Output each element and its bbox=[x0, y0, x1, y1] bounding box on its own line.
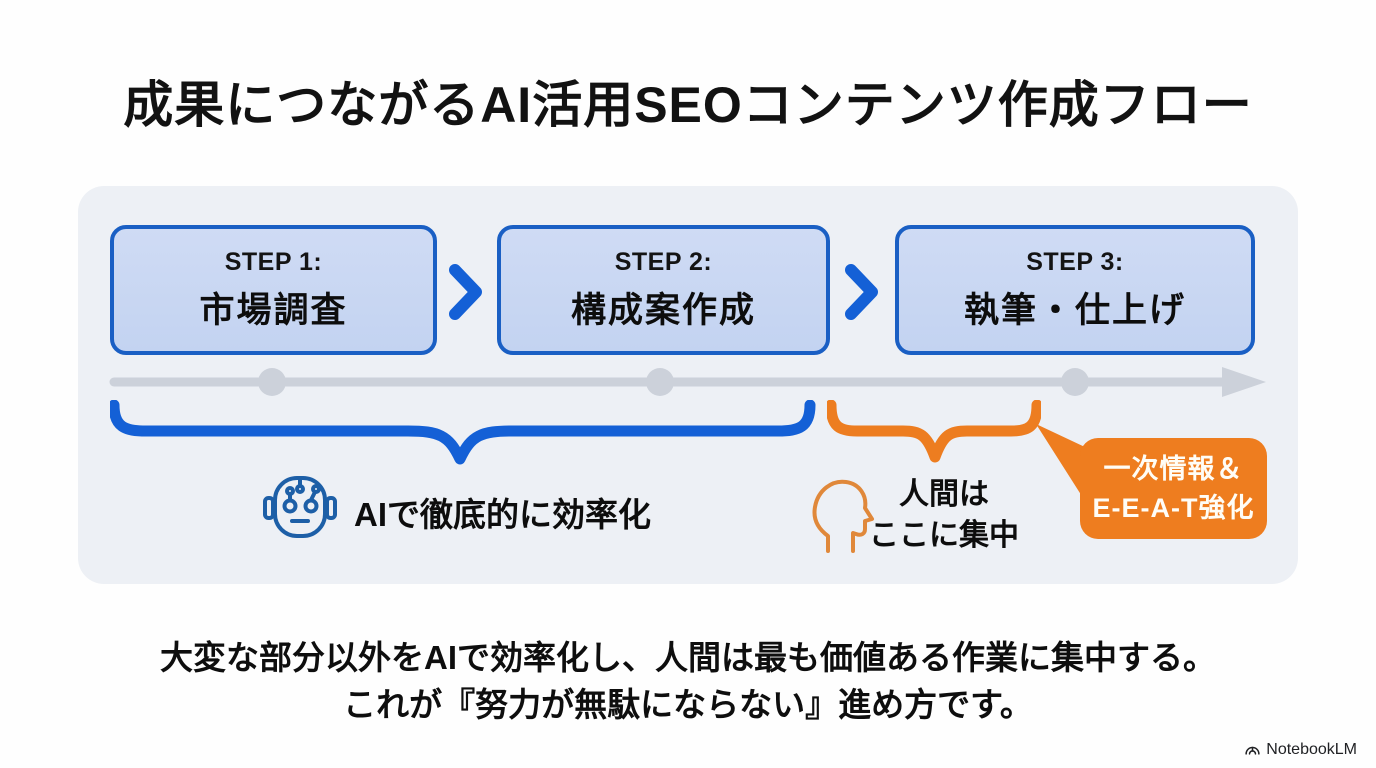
step-2-name: 構成案作成 bbox=[570, 290, 756, 330]
summary-line-2: これが『努力が無駄にならない』進め方です。 bbox=[343, 686, 1033, 723]
human-phase-brace bbox=[827, 400, 1041, 463]
step-box-2: STEP 2: 構成案作成 bbox=[497, 225, 830, 355]
timeline-dot-1 bbox=[258, 368, 286, 396]
step-1-name: 市場調査 bbox=[199, 290, 348, 330]
callout-line-1: 一次情報＆ bbox=[1103, 453, 1244, 484]
human-caption-line-1: 人間は bbox=[899, 478, 989, 511]
human-caption: 人間は ここに集中 bbox=[844, 474, 1044, 556]
timeline-dot-3 bbox=[1061, 368, 1089, 396]
step-box-1: STEP 1: 市場調査 bbox=[110, 225, 437, 355]
timeline-dot-2 bbox=[646, 368, 674, 396]
brand-mark: NotebookLM bbox=[1244, 741, 1357, 759]
summary-text: 大変な部分以外をAIで効率化し、人間は最も価値ある作業に集中する。 これが『努力… bbox=[0, 634, 1376, 728]
step-2-label: STEP 2: bbox=[614, 247, 713, 276]
timeline-arrow bbox=[109, 367, 1266, 397]
chevron-right-icon bbox=[845, 264, 878, 320]
step-3-name: 執筆・仕上げ bbox=[963, 290, 1186, 330]
timeline-arrowhead bbox=[1222, 367, 1266, 397]
human-profile-icon bbox=[812, 479, 874, 553]
brand-label: NotebookLM bbox=[1266, 741, 1357, 758]
flow-panel: STEP 1: 市場調査 STEP 2: 構成案作成 STEP 3: 執筆・仕上… bbox=[78, 186, 1298, 584]
step-1-label: STEP 1: bbox=[224, 247, 323, 276]
human-caption-line-2: ここに集中 bbox=[869, 519, 1019, 552]
ai-phase-brace bbox=[110, 400, 816, 465]
ai-caption: AIで徹底的に効率化 bbox=[354, 496, 651, 533]
callout-line-2: E-E-A-T強化 bbox=[1092, 492, 1255, 523]
step-box-3: STEP 3: 執筆・仕上げ bbox=[895, 225, 1255, 355]
step-3-label: STEP 3: bbox=[1026, 247, 1124, 276]
chevron-right-icon bbox=[449, 264, 482, 320]
summary-line-1: 大変な部分以外をAIで効率化し、人間は最も価値ある作業に集中する。 bbox=[160, 639, 1216, 676]
page-title: 成果につながるAI活用SEOコンテンツ作成フロー bbox=[123, 77, 1253, 133]
callout-bubble: 一次情報＆ E-E-A-T強化 bbox=[1080, 438, 1267, 539]
robot-icon bbox=[263, 476, 337, 538]
notebooklm-logo-icon bbox=[1245, 746, 1260, 755]
